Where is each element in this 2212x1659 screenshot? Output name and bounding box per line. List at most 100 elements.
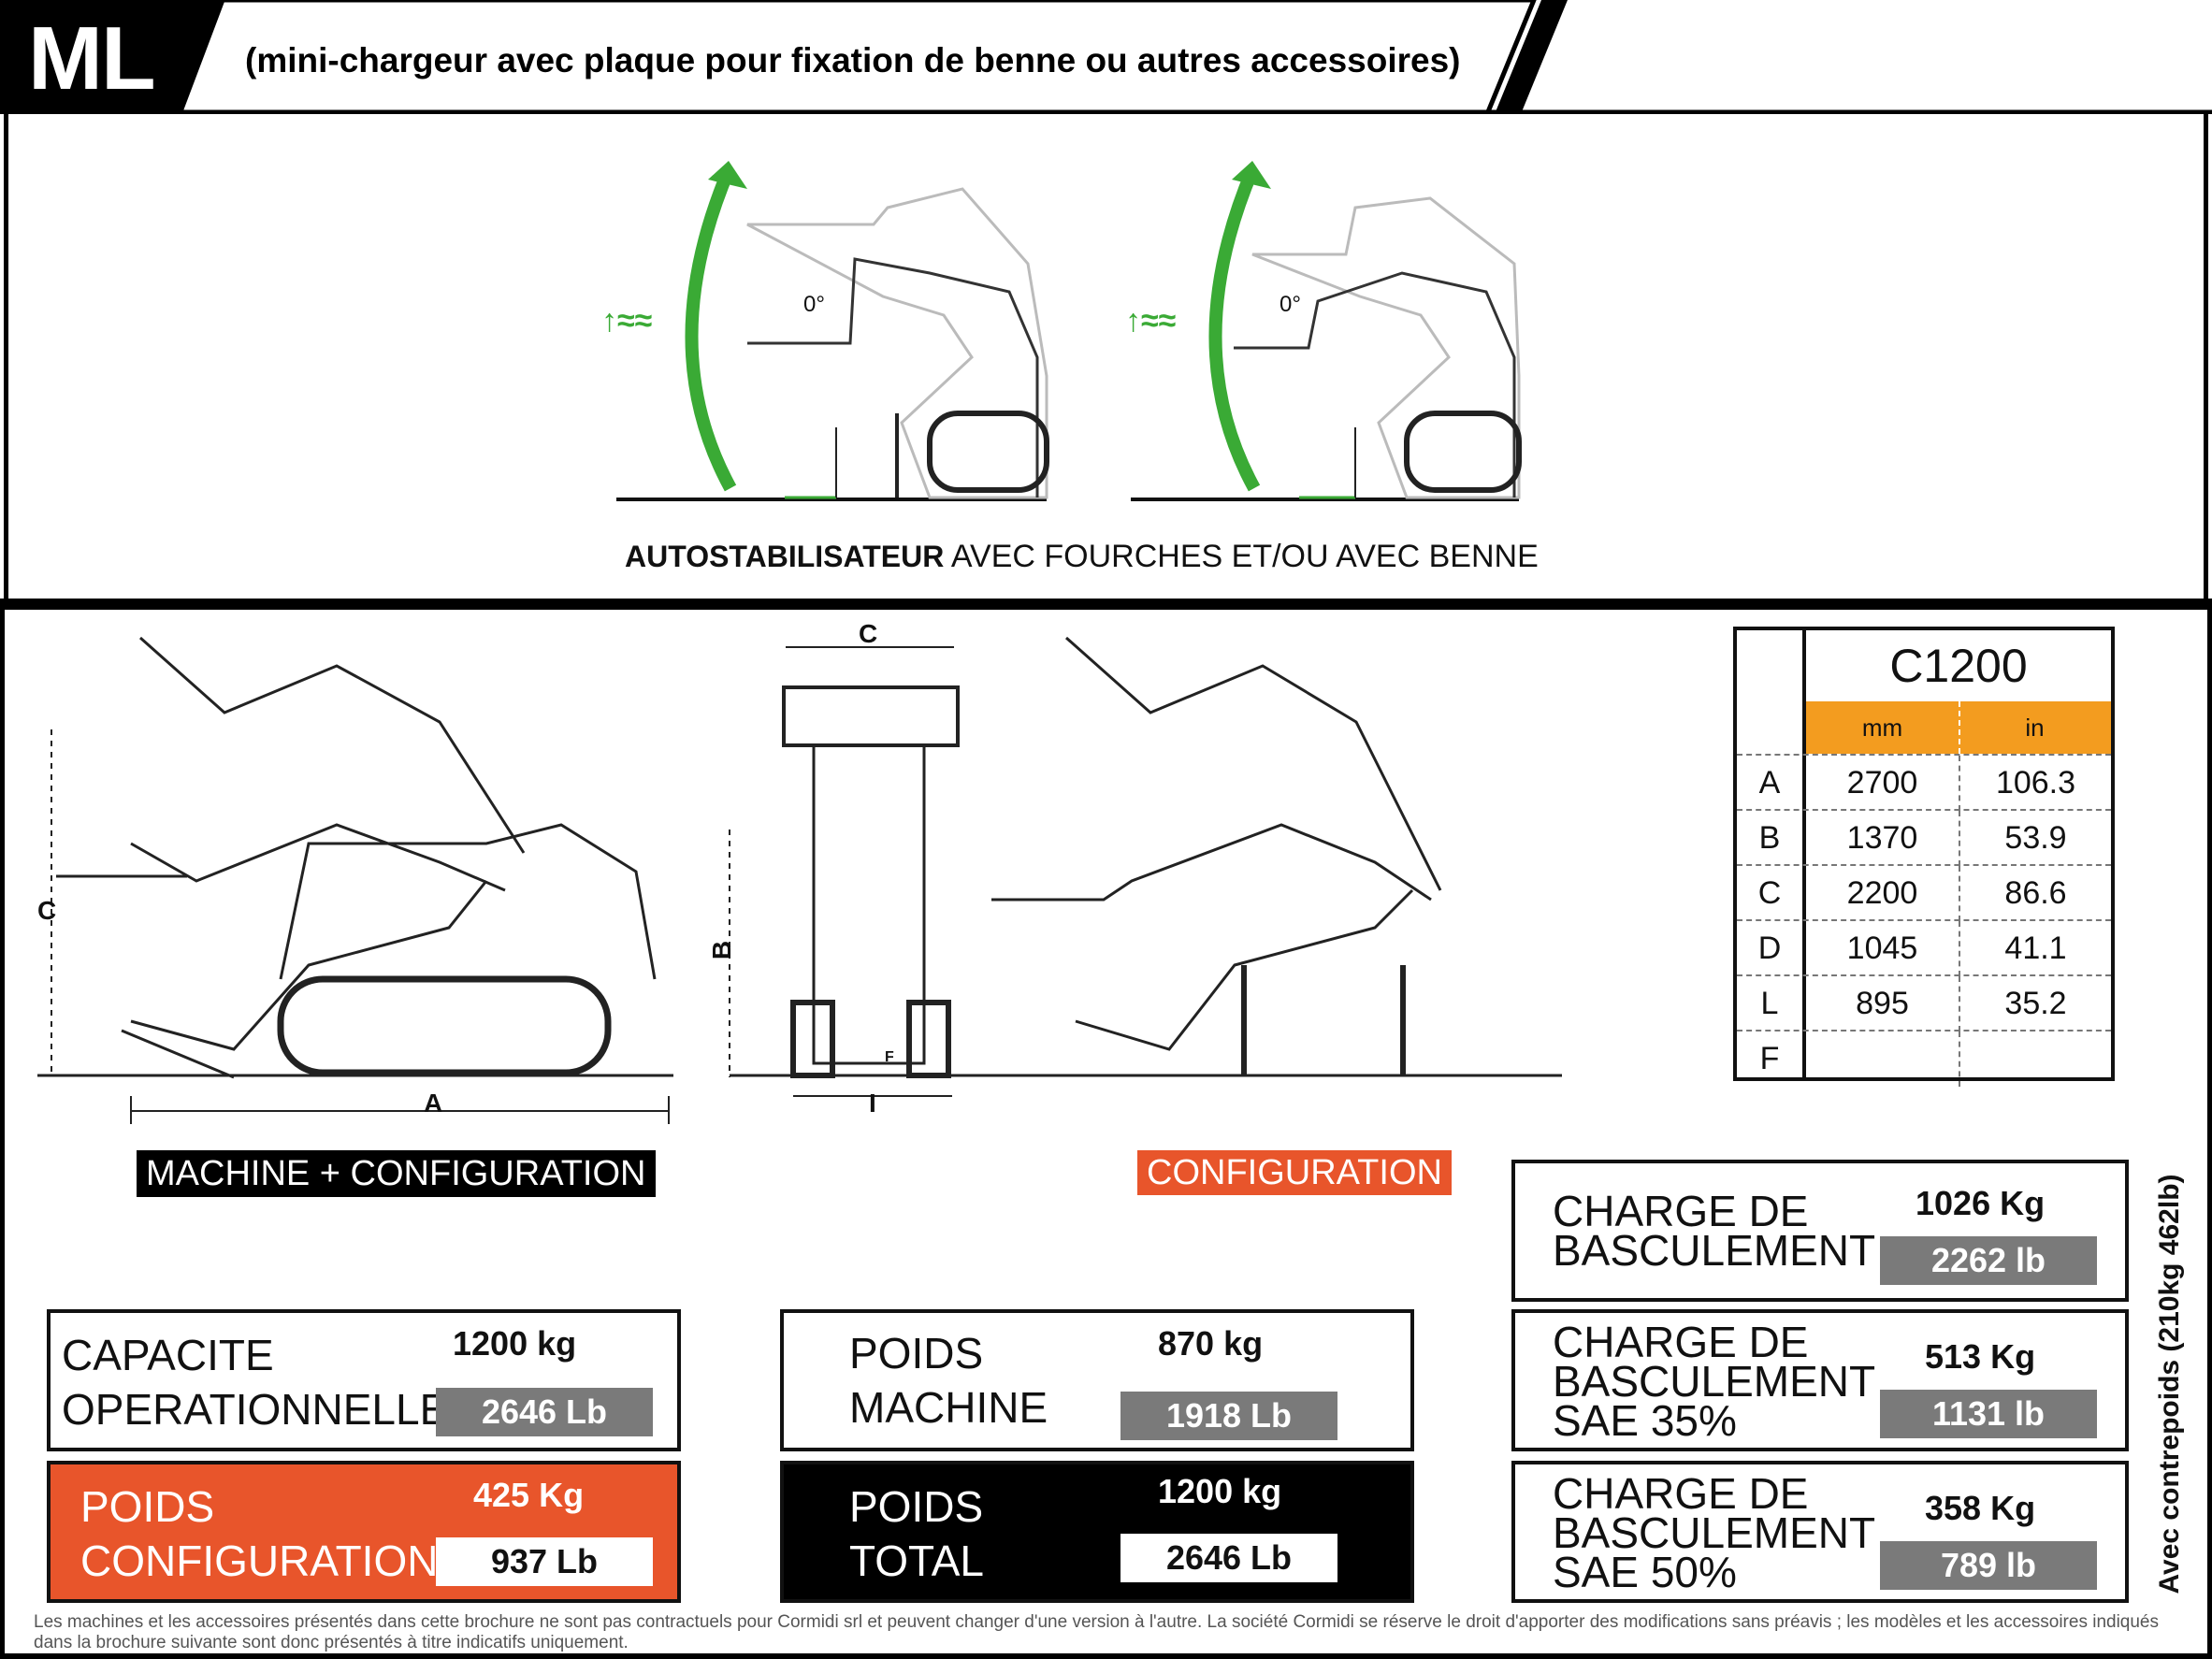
stabilizer-illustration: ↑≈≈ ↑≈≈ <box>601 161 1522 501</box>
poids-total-kg: 1200 kg <box>1158 1472 1282 1510</box>
poids-machine-line2: MACHINE <box>849 1383 1048 1432</box>
row-in <box>1960 1031 2111 1087</box>
page-subtitle: (mini-chargeur avec plaque pour fixation… <box>245 41 1461 79</box>
dim-label-a: A <box>424 1089 443 1118</box>
caption-bold: AUTOSTABILISATEUR <box>625 540 945 573</box>
table-row: F <box>1737 1030 2111 1087</box>
specs-panel <box>0 610 2212 1659</box>
poids-config-box: POIDS CONFIGURATION 425 Kg 937 Lb <box>47 1461 681 1603</box>
charge-50-lb: 789 lb <box>1880 1541 2097 1590</box>
charge-basc-lb: 2262 lb <box>1880 1236 2097 1285</box>
charge-basc-line1: CHARGE DE <box>1553 1187 1809 1235</box>
dimension-rows: A 2700 106.3 B 1370 53.9 C 2200 86.6 D 1045 41.1… <box>1737 754 2111 1087</box>
capacite-box: CAPACITE OPERATIONNELLE 1200 kg 2646 Lb <box>47 1309 681 1451</box>
disclaimer: Les machines et les accessoires présenté… <box>34 1612 2159 1652</box>
row-mm <box>1806 1031 1959 1087</box>
front-view-drawing <box>730 646 1562 1097</box>
top-caption: AUTOSTABILISATEUR AVEC FOURCHES ET/OU AV… <box>625 539 1539 575</box>
charge-50-line2: BASCULEMENT <box>1553 1508 1876 1557</box>
table-row: D 1045 41.1 <box>1737 919 2111 976</box>
counterweight-note: Avec contrepoids (210kg 462lb) <box>2151 1169 2189 1599</box>
capacite-kg: 1200 kg <box>453 1324 577 1363</box>
dim-label-i: I <box>869 1089 876 1118</box>
capacite-line2: OPERATIONNELLE <box>62 1385 449 1434</box>
row-mm: 2200 <box>1846 875 1918 911</box>
machine-config-label: MACHINE + CONFIGURATION <box>137 1150 656 1197</box>
poids-total-line2: TOTAL <box>849 1536 984 1585</box>
charge-basculement-box: CHARGE DE BASCULEMENT 1026 Kg 2262 lb <box>1511 1160 2129 1302</box>
dim-label-f: F <box>885 1049 894 1065</box>
bucket-illustration: ↑≈≈ <box>1125 161 1522 501</box>
side-view-drawing <box>37 636 730 1124</box>
table-row: A 2700 106.3 <box>1737 754 2111 811</box>
poids-machine-lb: 1918 Lb <box>1120 1392 1337 1440</box>
table-divider <box>1802 630 1806 1077</box>
row-label: B <box>1758 820 1781 856</box>
angle-label-bucket: 0° <box>1279 292 1301 317</box>
charge-sae35-box: CHARGE DE BASCULEMENT SAE 35% 513 Kg 113… <box>1511 1309 2129 1451</box>
row-label: F <box>1759 1041 1780 1076</box>
row-mm: 1370 <box>1846 820 1918 856</box>
configuration-view-drawing <box>991 636 1442 1075</box>
svg-text:↑≈≈: ↑≈≈ <box>1125 303 1176 339</box>
dim-label-c-front: C <box>859 619 878 648</box>
poids-config-line2: CONFIGURATION <box>80 1536 439 1585</box>
row-label: L <box>1760 986 1779 1021</box>
forks-illustration: ↑≈≈ <box>601 161 1049 501</box>
unit-mm: mm <box>1861 713 1903 742</box>
poids-config-line1: POIDS <box>80 1482 215 1531</box>
row-label: C <box>1757 875 1782 911</box>
poids-machine-kg: 870 kg <box>1158 1324 1264 1363</box>
row-label: A <box>1758 765 1781 801</box>
row-in: 86.6 <box>2004 875 2067 911</box>
charge-35-line3: SAE 35% <box>1553 1396 1737 1445</box>
table-model: C1200 <box>1889 640 2028 692</box>
technical-drawings <box>37 636 1562 1124</box>
dim-label-b: B <box>707 940 737 960</box>
charge-50-line3: SAE 50% <box>1553 1548 1737 1596</box>
model-code: ML <box>28 8 156 108</box>
poids-total-lb: 2646 Lb <box>1120 1534 1337 1582</box>
dim-label-c-side: C <box>37 896 57 925</box>
bottom-border <box>0 1653 2212 1659</box>
poids-machine-box: POIDS MACHINE 870 kg 1918 Lb <box>780 1309 1414 1451</box>
charge-35-line2: BASCULEMENT <box>1553 1357 1876 1406</box>
row-in: 41.1 <box>2004 930 2067 966</box>
table-row: C 2200 86.6 <box>1737 864 2111 921</box>
charge-sae50-box: CHARGE DE BASCULEMENT SAE 50% 358 Kg 789… <box>1511 1461 2129 1603</box>
capacite-line1: CAPACITE <box>62 1331 274 1379</box>
table-row: B 1370 53.9 <box>1737 809 2111 866</box>
charge-50-kg: 358 Kg <box>1925 1489 2036 1527</box>
top-illustration-panel: ↑≈≈ ↑≈≈ 0° 0° <box>4 114 2208 600</box>
configuration-label: CONFIGURATION <box>1137 1150 1452 1195</box>
poids-config-kg: 425 Kg <box>473 1476 585 1514</box>
caption-rest: AVEC FOURCHES ET/OU AVEC BENNE <box>944 539 1539 574</box>
charge-basc-line2: BASCULEMENT <box>1553 1226 1876 1275</box>
row-in: 53.9 <box>2004 820 2067 856</box>
capacite-lb: 2646 Lb <box>436 1388 653 1436</box>
poids-total-box: POIDS TOTAL 1200 kg 2646 Lb <box>780 1461 1414 1603</box>
charge-50-line1: CHARGE DE <box>1553 1469 1809 1518</box>
poids-total-line1: POIDS <box>849 1482 984 1531</box>
charge-35-line1: CHARGE DE <box>1553 1318 1809 1366</box>
poids-machine-line1: POIDS <box>849 1329 984 1378</box>
row-in: 106.3 <box>1995 765 2076 801</box>
dimensions-table: C1200 mm in A 2700 106.3 B 1370 53.9 C 2200 86… <box>1733 627 2115 1087</box>
charge-35-lb: 1131 lb <box>1880 1390 2097 1438</box>
row-mm: 2700 <box>1846 765 1918 801</box>
charge-35-kg: 513 Kg <box>1925 1337 2036 1376</box>
header: ML (mini-chargeur avec plaque pour fixat… <box>0 0 2212 114</box>
header-banner <box>0 0 2212 114</box>
unit-in: in <box>2025 713 2045 742</box>
angle-label-forks: 0° <box>803 292 825 317</box>
row-mm: 1045 <box>1846 930 1918 966</box>
section-divider <box>0 599 2212 610</box>
poids-config-lb: 937 Lb <box>436 1537 653 1586</box>
row-label: D <box>1757 930 1782 966</box>
counterweight-text: Avec contrepoids (210kg 462lb) <box>2154 1174 2185 1594</box>
row-mm: 895 <box>1856 986 1909 1021</box>
svg-text:↑≈≈: ↑≈≈ <box>601 303 652 339</box>
unit-separator <box>1959 701 1960 754</box>
charge-basc-kg: 1026 Kg <box>1916 1184 2046 1222</box>
